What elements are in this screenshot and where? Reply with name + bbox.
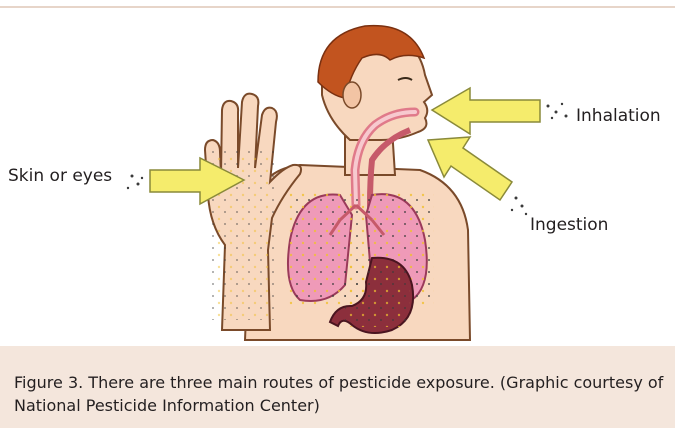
- ingestion-particles: [511, 197, 527, 216]
- ingestion-label: Ingestion: [530, 215, 608, 235]
- ear: [343, 82, 361, 108]
- skin-particles: [127, 175, 143, 190]
- inhalation-particles: [547, 103, 568, 119]
- inhalation-label: Inhalation: [576, 106, 661, 126]
- inhalation-arrow: [432, 88, 540, 134]
- skin-or-eyes-label: Skin or eyes: [8, 166, 112, 186]
- figure-caption: Figure 3. There are three main routes of…: [14, 371, 664, 417]
